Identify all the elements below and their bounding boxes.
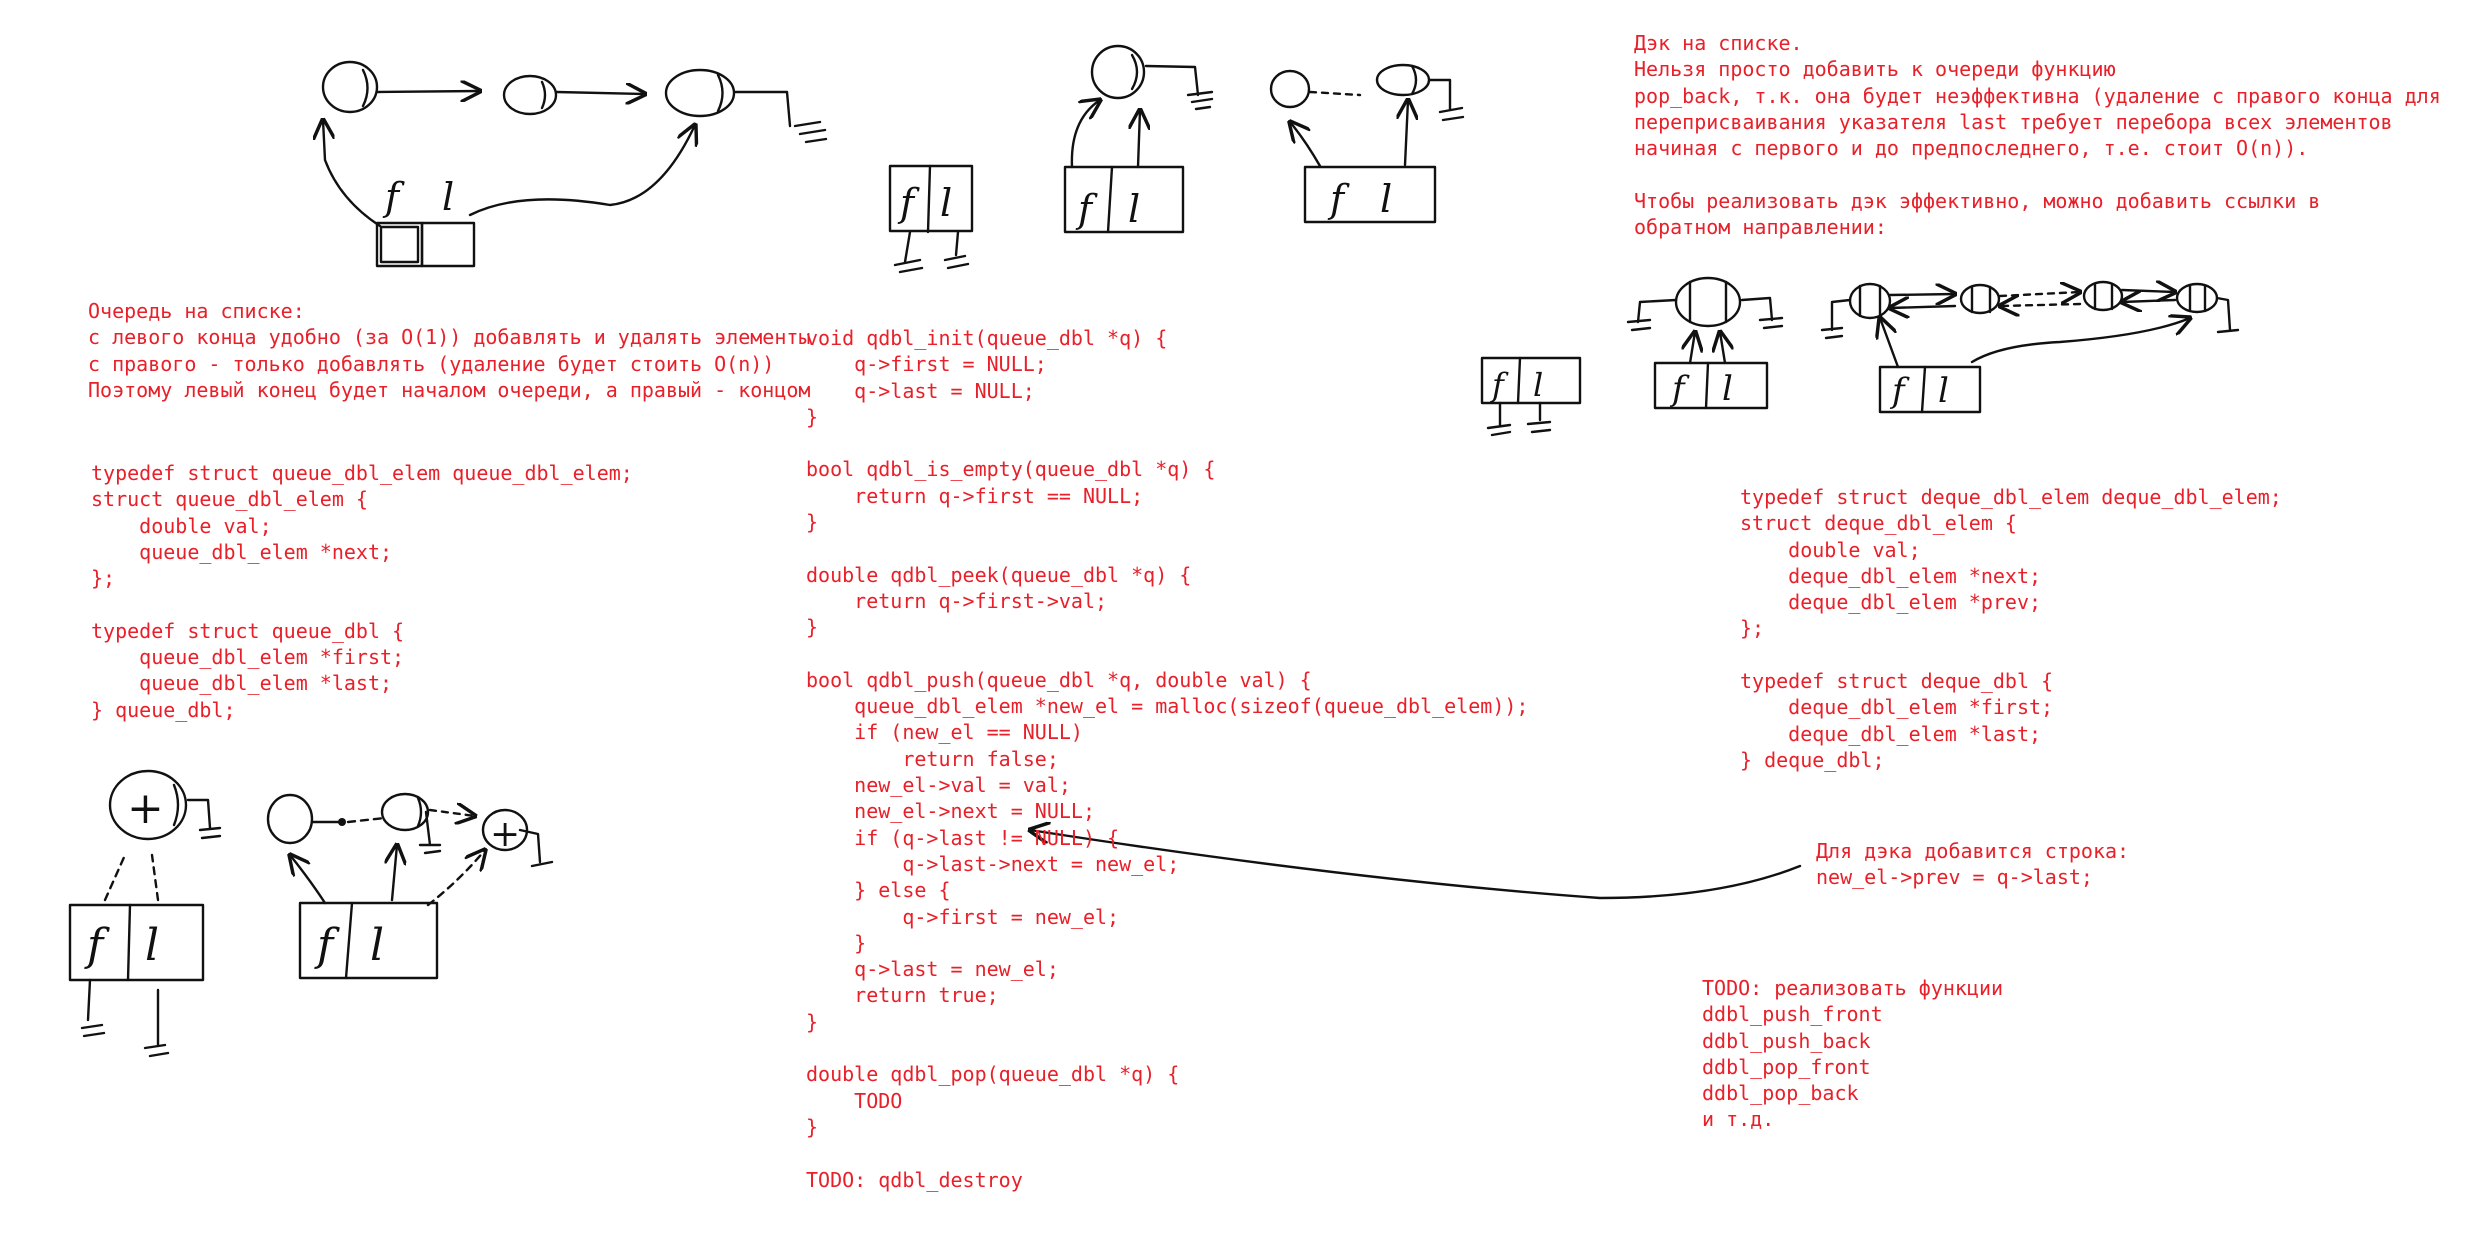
last-label-8: l	[1722, 369, 1733, 409]
queue-list-diagram: f l	[323, 60, 828, 268]
last-label-5: l	[145, 920, 159, 971]
queue-functions-code: void qdbl_init(queue_dbl *q) { q->first …	[806, 326, 1529, 1192]
first-label-4: f	[1327, 177, 1350, 221]
last-label: l	[442, 175, 454, 219]
last-label-4: l	[1380, 177, 1392, 221]
last-label-3: l	[1128, 187, 1140, 231]
note-arrow	[1030, 830, 1802, 900]
first-label-8: f	[1669, 369, 1690, 409]
multi-elem-deque-diagram: f l	[1820, 282, 2240, 414]
todo-list-text: TODO: реализовать функции ddbl_push_fron…	[1702, 976, 2004, 1132]
single-elem-deque-diagram: f l	[1626, 276, 1784, 410]
deque-note-text: Для дэка добавится строка: new_el->prev …	[1816, 839, 2130, 890]
first-label-6: f	[314, 920, 340, 971]
push-nonempty-diagram: + f l	[266, 792, 554, 980]
last-label-9: l	[1938, 371, 1949, 411]
last-label-6: l	[370, 920, 384, 971]
first-label-9: f	[1889, 371, 1910, 411]
first-label-5: f	[84, 920, 110, 971]
deque-structs-code: typedef struct deque_dbl_elem deque_dbl_…	[1740, 485, 2282, 772]
plus-label-2: +	[490, 814, 520, 855]
single-elem-queue-diagram: f l	[1063, 44, 1214, 234]
first-label: f	[382, 175, 405, 219]
deque-intro-text: Дэк на списке. Нельзя просто добавить к …	[1634, 31, 2441, 240]
queue-intro-text: Очередь на списке: с левого конца удобно…	[88, 299, 811, 402]
first-label-3: f	[1075, 187, 1098, 231]
first-label-2: f	[897, 181, 920, 225]
plus-label: +	[127, 783, 164, 834]
last-label-7: l	[1533, 366, 1543, 404]
last-label-2: l	[940, 181, 952, 225]
multi-elem-queue-diagram: f l	[1269, 63, 1465, 224]
push-first-elem-diagram: + f l	[68, 769, 222, 1058]
queue-structs-code: typedef struct queue_dbl_elem queue_dbl_…	[91, 461, 633, 722]
empty-queue-diagram: f l	[888, 164, 974, 274]
